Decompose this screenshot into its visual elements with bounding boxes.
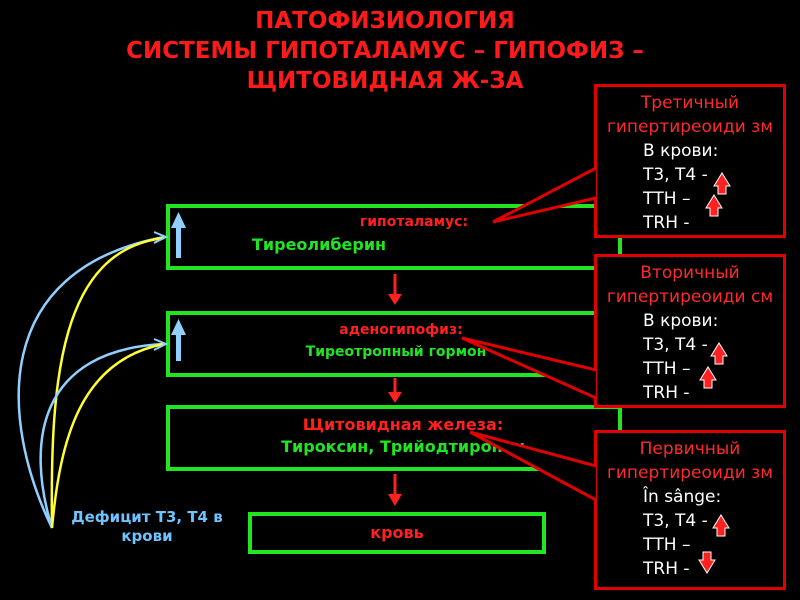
- primary-callout: Первичный гипертиреоиди зм În sânge: Т3,…: [594, 430, 786, 590]
- primary-line: ТТН –: [643, 535, 691, 555]
- primary-line: TRH -: [643, 559, 690, 579]
- hypothalamus-label: гипоталамус:: [359, 214, 469, 230]
- adenohypophysis-label: аденогипофиз:: [339, 322, 463, 338]
- tertiary-line: Т3, Т4 -: [643, 165, 708, 185]
- up-arrow-hypothalamus: [171, 212, 186, 258]
- tertiary-lines: В крови: Т3, Т4 - ТТН – TRH -: [643, 139, 783, 235]
- secondary-line: Т3, Т4 -: [643, 335, 708, 355]
- secondary-title: Вторичный гипертиреоиди см: [606, 263, 774, 307]
- indicator-arrow: [698, 172, 731, 574]
- primary-line: În sânge:: [643, 487, 722, 507]
- secondary-lines: В крови: Т3, Т4 - ТТН – TRH -: [643, 309, 783, 405]
- deficit-text: Дефицит Т3, Т4 в крови: [71, 508, 223, 545]
- tertiary-line: В крови:: [643, 141, 719, 161]
- blood-box: кровь: [248, 512, 546, 554]
- title-line-2: СИСТЕМЫ ГИПОТАЛАМУС – ГИПОФИЗ –: [126, 38, 644, 64]
- blood-label: кровь: [370, 523, 424, 542]
- down-arrow-3: [388, 474, 402, 506]
- up-arrow-adenohypophysis: [171, 319, 186, 361]
- hypothalamus-hormone: Тиреолиберин: [252, 235, 387, 254]
- tertiary-line: TRH -: [643, 213, 690, 233]
- page-title: ПАТОФИЗИОЛОГИЯ СИСТЕМЫ ГИПОТАЛАМУС – ГИП…: [0, 6, 770, 96]
- secondary-line: TRH -: [643, 383, 690, 403]
- title-line-3: ЩИТОВИДНАЯ Ж-ЗА: [246, 68, 524, 94]
- callout-pointer-secondary: [461, 336, 597, 400]
- secondary-callout: Вторичный гипертиреоиди см В крови: Т3, …: [594, 254, 786, 408]
- primary-title: Первичный гипертиреоиди зм: [606, 439, 774, 483]
- tertiary-callout: Третичный гипертиреоиди зм В крови: Т3, …: [594, 84, 786, 238]
- down-arrow-1: [388, 274, 402, 305]
- thyroid-box: Щитовидная железа: Тироксин, Трийодтирон…: [166, 405, 622, 471]
- tertiary-title: Третичный гипертиреоиди зм: [606, 93, 774, 137]
- down-arrow-2: [388, 378, 402, 403]
- primary-line: Т3, Т4 -: [643, 511, 708, 531]
- secondary-line: ТТН –: [643, 359, 691, 379]
- primary-lines: În sânge: Т3, Т4 - ТТН – TRH -: [643, 485, 783, 581]
- feedback-curves: [17, 231, 169, 529]
- callout-pointer-tertiary: [492, 166, 597, 224]
- secondary-line: В крови:: [643, 311, 719, 331]
- tertiary-line: ТТН –: [643, 189, 691, 209]
- adenohypophysis-hormone: Тиреотропный гормон: [305, 344, 487, 360]
- title-line-1: ПАТОФИЗИОЛОГИЯ: [255, 8, 515, 34]
- thyroid-label: Щитовидная железа:: [302, 415, 504, 434]
- callout-pointer-primary: [469, 430, 597, 502]
- thyroid-hormone: Тироксин, Трийодтиронин: [281, 437, 525, 456]
